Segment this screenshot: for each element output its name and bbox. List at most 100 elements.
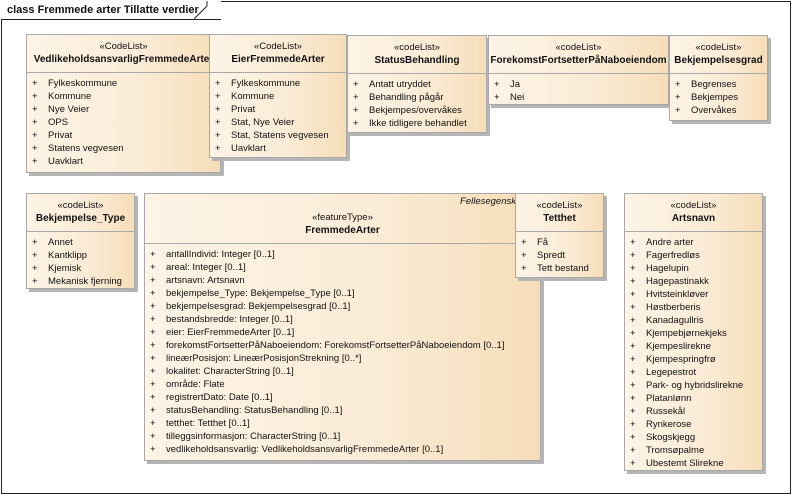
attribute-label: Skogskjegg bbox=[646, 432, 696, 443]
class-bekjempelse-type[interactable]: «codeList»Bekjempelse_Type+Annet+Kantkli… bbox=[26, 193, 135, 289]
diagram-title: class Fremmede arter Tillatte verdier bbox=[1, 1, 221, 20]
class-status-behandling[interactable]: «codeList»StatusBehandling+Antatt utrydd… bbox=[347, 35, 487, 133]
public-visibility-icon: + bbox=[215, 78, 221, 89]
attribute-label: Annet bbox=[48, 237, 73, 248]
public-visibility-icon: + bbox=[630, 393, 636, 404]
attribute-row: +bestandsbredde: Integer [0..1] bbox=[145, 313, 540, 326]
public-visibility-icon: + bbox=[215, 104, 221, 115]
public-visibility-icon: + bbox=[32, 276, 38, 287]
attribute-row: +registrertDato: Date [0..1] bbox=[145, 391, 540, 404]
public-visibility-icon: + bbox=[150, 353, 156, 364]
class-forekomst[interactable]: «codeList»ForekomstFortsetterPåNaboeiend… bbox=[488, 35, 669, 105]
public-visibility-icon: + bbox=[32, 130, 38, 141]
class-eier[interactable]: «CodeList»EierFremmedeArter+Fylkeskommun… bbox=[209, 34, 347, 158]
class-fremmede-arter[interactable]: Fellesegensk«featureType»FremmedeArter+a… bbox=[144, 193, 541, 461]
public-visibility-icon: + bbox=[150, 418, 156, 429]
public-visibility-icon: + bbox=[630, 406, 636, 417]
attribute-row: + eier: EierFremmedeArter [0..1] bbox=[145, 326, 540, 339]
attribute-row: +Platanlønn bbox=[625, 392, 762, 405]
public-visibility-icon: + bbox=[32, 156, 38, 167]
attribute-row: + Stat, Nye Veier bbox=[210, 116, 346, 129]
attribute-label: Hagepastinakk bbox=[646, 276, 709, 287]
stereotype: «codeList» bbox=[555, 42, 602, 53]
public-visibility-icon: + bbox=[215, 130, 221, 141]
attribute-label: Stat, Nye Veier bbox=[231, 117, 295, 128]
attribute-row: +Kantklipp bbox=[27, 249, 134, 262]
public-visibility-icon: + bbox=[630, 341, 636, 352]
public-visibility-icon: + bbox=[32, 78, 38, 89]
attribute-label: Kjempespringfrø bbox=[646, 354, 716, 365]
attribute-row: +Uavklart bbox=[27, 155, 220, 168]
attribute-label: Begrenses bbox=[691, 79, 737, 90]
attribute-label: Ikke tidligere behandlet bbox=[369, 118, 467, 129]
public-visibility-icon: + bbox=[494, 79, 500, 90]
public-visibility-icon: + bbox=[353, 105, 359, 116]
attribute-row: +Statens vegvesen bbox=[27, 142, 220, 155]
public-visibility-icon: + bbox=[150, 262, 156, 273]
attribute-label: Privat bbox=[231, 104, 256, 115]
attribute-row: +Fylkeskommune bbox=[27, 77, 220, 90]
attribute-row: +Fylkeskommune bbox=[210, 77, 346, 90]
attribute-label: Privat bbox=[48, 130, 73, 141]
attribute-label: Uavklart bbox=[231, 143, 266, 154]
public-visibility-icon: + bbox=[32, 104, 38, 115]
attribute-label: Bekjempes/overvåkes bbox=[369, 105, 462, 116]
attribute-label: tilleggsinformasjon: CharacterString [0.… bbox=[166, 431, 341, 442]
class-header: «codeList»Bekjempelsesgrad bbox=[670, 36, 767, 74]
class-tetthet[interactable]: «codeList»Tetthet+Få+Spredt+Tett bestand bbox=[515, 193, 604, 278]
attribute-label: lineærPosisjon: LineærPosisjonStrekning … bbox=[166, 353, 362, 364]
attribute-label: Kommune bbox=[48, 91, 92, 102]
class-header: «codeList»Tetthet bbox=[516, 194, 603, 232]
public-visibility-icon: + bbox=[675, 105, 681, 116]
attribute-row: +tilleggsinformasjon: CharacterString [0… bbox=[145, 430, 540, 443]
attribute-list: +Annet+Kantklipp+Kjemisk+Mekanisk fjerni… bbox=[27, 232, 134, 288]
attribute-label: Kjemisk bbox=[48, 263, 82, 274]
public-visibility-icon: + bbox=[630, 380, 636, 391]
attribute-row: +bekjempelse_Type: Bekjempelse_Type [0..… bbox=[145, 287, 540, 300]
attribute-label: Andre arter bbox=[646, 237, 694, 248]
attribute-label: bekjempelsesgrad: Bekjempelsesgrad [0..1… bbox=[166, 301, 351, 312]
attribute-label: Rynkerose bbox=[646, 419, 692, 430]
attribute-list: +Fylkeskommune+Kommune+Nye Veier+OPS+Pri… bbox=[27, 73, 220, 168]
attribute-label: Spredt bbox=[537, 250, 565, 261]
stereotype: «codeList» bbox=[394, 42, 440, 53]
attribute-row: +Ubestemt Slirekne bbox=[625, 457, 762, 470]
attribute-row: +Tett bestand bbox=[516, 262, 603, 275]
class-vedlikeholdsansvarlig[interactable]: «CodeList»VedlikeholdsansvarligFremmedeA… bbox=[26, 34, 221, 173]
public-visibility-icon: + bbox=[630, 315, 636, 326]
public-visibility-icon: + bbox=[150, 327, 156, 338]
attribute-row: +Fagerfredløs bbox=[625, 249, 762, 262]
attribute-label: Tett bestand bbox=[537, 263, 589, 274]
public-visibility-icon: + bbox=[630, 289, 636, 300]
attribute-row: +Behandling pågår bbox=[348, 91, 486, 104]
attribute-label: statusBehandling: StatusBehandling [0..1… bbox=[166, 405, 343, 416]
attribute-label: registrertDato: Date [0..1] bbox=[166, 392, 273, 403]
public-visibility-icon: + bbox=[150, 366, 156, 377]
attribute-row: +OPS bbox=[27, 116, 220, 129]
public-visibility-icon: + bbox=[215, 91, 221, 102]
attribute-label: tetthet: Tetthet [0..1] bbox=[166, 418, 250, 429]
attribute-label: Ja bbox=[510, 79, 521, 90]
attribute-row: +Kanadagullris bbox=[625, 314, 762, 327]
class-artsnavn[interactable]: «codeList»Artsnavn+Andre arter+Fagerfred… bbox=[624, 193, 763, 471]
attribute-row: + Ja bbox=[489, 78, 668, 91]
attribute-label: eier: EierFremmedeArter [0..1] bbox=[166, 327, 295, 338]
stereotype: «CodeList» bbox=[99, 41, 148, 52]
attribute-row: +Hagelupin bbox=[625, 262, 762, 275]
attribute-row: +Antatt utryddet bbox=[348, 78, 486, 91]
attribute-label: Ubestemt Slirekne bbox=[646, 458, 724, 469]
attribute-row: + Kommune bbox=[27, 90, 220, 103]
public-visibility-icon: + bbox=[521, 250, 527, 261]
attribute-row: + tetthet: Tetthet [0..1] bbox=[145, 417, 540, 430]
attribute-label: Legepestrot bbox=[646, 367, 697, 378]
public-visibility-icon: + bbox=[150, 301, 156, 312]
attribute-label: lokalitet: CharacterString [0..1] bbox=[166, 366, 294, 377]
attribute-label: areal: Integer [0..1] bbox=[166, 262, 246, 273]
attribute-row: +forekomstFortsetterPåNaboeiendom: Forek… bbox=[145, 339, 540, 352]
public-visibility-icon: + bbox=[630, 250, 636, 261]
attribute-row: +Park- og hybridslirekne bbox=[625, 379, 762, 392]
public-visibility-icon: + bbox=[630, 328, 636, 339]
class-bekjempelsesgrad[interactable]: «codeList»Bekjempelsesgrad+Begrenses+Bek… bbox=[669, 35, 768, 121]
public-visibility-icon: + bbox=[215, 117, 221, 128]
attribute-list: +antallIndivid: Integer [0..1]+areal: In… bbox=[145, 244, 540, 456]
